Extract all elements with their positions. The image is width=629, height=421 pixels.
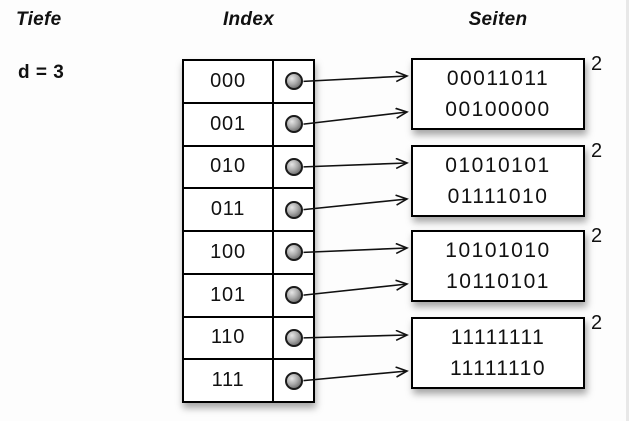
pointer-arrow xyxy=(303,248,408,252)
index-key: 000 xyxy=(184,61,274,102)
index-title: Index xyxy=(222,9,275,30)
pointer-dot xyxy=(284,157,303,176)
pointer-dot xyxy=(284,72,303,91)
local-depth-label: 2 xyxy=(591,140,603,162)
pointer-cell xyxy=(274,61,313,102)
pointer-arrow xyxy=(303,163,408,167)
page-group: 00011011 00100000 2 xyxy=(411,53,629,130)
page-value: 11111111 xyxy=(450,326,546,349)
page-value: 01111010 xyxy=(447,185,549,208)
pointer-arrow xyxy=(303,371,408,382)
page-box: 00011011 00100000 xyxy=(411,58,585,130)
pointer-dot xyxy=(284,328,303,347)
index-key: 001 xyxy=(184,103,274,145)
index-row: 101 xyxy=(184,274,313,318)
local-depth-label: 2 xyxy=(591,312,603,334)
global-depth-value: d = 3 xyxy=(18,62,65,83)
page-group: 01010101 01111010 2 xyxy=(411,140,629,217)
index-row: 111 xyxy=(184,360,313,401)
index-key: 011 xyxy=(184,189,274,230)
pointer-arrow xyxy=(303,112,408,125)
index-row: 011 xyxy=(184,189,313,232)
slide-edge xyxy=(626,0,629,421)
page-value: 10101010 xyxy=(445,239,551,262)
pointer-cell xyxy=(274,318,313,359)
local-depth-label: 2 xyxy=(591,53,603,75)
index-row: 000 xyxy=(184,61,313,104)
depth-title: Tiefe xyxy=(16,9,62,30)
pointer-cell xyxy=(274,104,313,145)
pointer-dot xyxy=(284,200,303,219)
pages-title: Seiten xyxy=(468,9,528,30)
index-row: 110 xyxy=(184,317,313,361)
page-box: 11111111 11111110 xyxy=(411,317,585,389)
page-box: 10101010 10110101 xyxy=(411,230,585,302)
index-row: 100 xyxy=(184,232,313,275)
index-row: 001 xyxy=(184,103,313,147)
pointer-cell xyxy=(274,275,313,316)
pointer-dot xyxy=(284,371,303,390)
index-key: 111 xyxy=(184,360,274,401)
pointer-cell xyxy=(274,232,313,273)
pointer-dot xyxy=(284,286,303,305)
pointer-dot xyxy=(284,243,303,262)
index-key: 101 xyxy=(184,274,274,316)
page-box: 01010101 01111010 xyxy=(411,145,585,217)
pointer-arrow xyxy=(303,199,408,211)
page-value: 00011011 xyxy=(446,67,550,90)
page-value: 10110101 xyxy=(446,270,550,293)
page-value: 01010101 xyxy=(445,154,551,177)
index-row: 010 xyxy=(184,146,313,190)
page-group: 11111111 11111110 2 xyxy=(411,312,629,389)
page-group: 10101010 10110101 2 xyxy=(411,225,629,302)
local-depth-label: 2 xyxy=(591,225,603,247)
pointer-arrow xyxy=(303,335,408,338)
page-value: 11111110 xyxy=(449,357,547,380)
pointer-arrow xyxy=(303,284,408,296)
index-key: 010 xyxy=(184,146,274,188)
pointer-cell xyxy=(274,189,313,230)
index-table: 000 001 010 011 100 101 110 111 xyxy=(182,59,315,403)
pointer-cell xyxy=(274,147,313,188)
page-value: 00100000 xyxy=(445,98,551,121)
index-key: 100 xyxy=(184,232,274,273)
pointer-cell xyxy=(274,360,313,401)
index-key: 110 xyxy=(184,317,274,359)
pointer-arrow xyxy=(303,76,408,81)
pointer-dot xyxy=(284,115,303,134)
